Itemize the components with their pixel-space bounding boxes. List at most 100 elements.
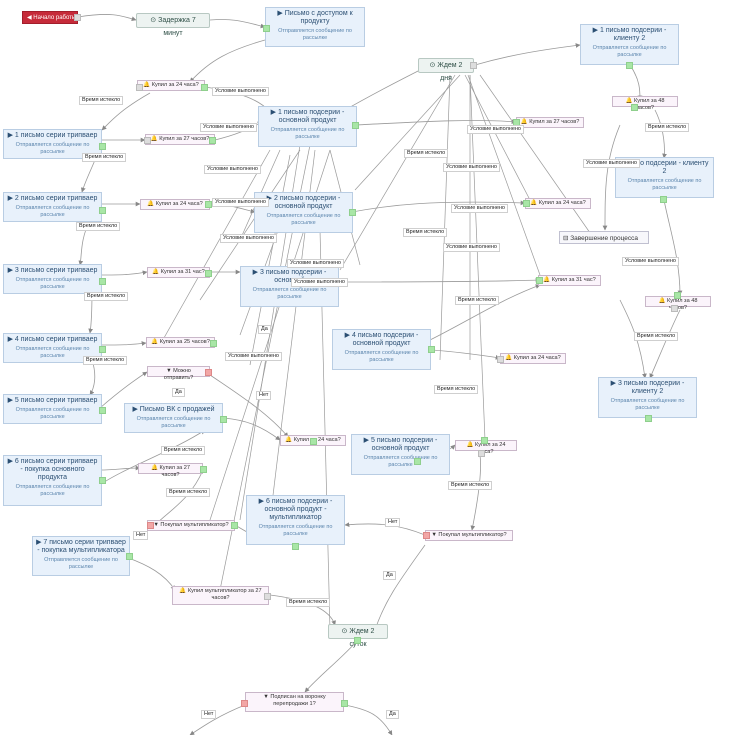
message-tripwire-6[interactable]: ▶ 6 письмо серии трипваер - покупка осно… [3,455,102,506]
message-main-6[interactable]: ▶ 6 письмо подсерии - основной продукт -… [246,495,345,545]
finish-process[interactable]: ⊟ Завершение процесса [559,231,649,244]
message-main-2[interactable]: ▶ 2 письмо подсерии - основной продукт О… [254,192,353,233]
input-port[interactable] [263,25,270,32]
condition-bought-48h[interactable]: 🔔 Купил за 48 часов? [612,96,678,111]
condition-can-send[interactable]: ▼ Можно отправить? [147,366,210,381]
edge-label-expired: Время истекло [161,446,206,455]
message-tripwire-5[interactable]: ▶ 5 письмо серии трипваер Отправляется с… [3,394,102,424]
output-port[interactable] [210,340,217,347]
output-port[interactable] [478,450,485,457]
edge-label-met: Условие выполнено [204,165,261,174]
output-port[interactable] [99,407,106,414]
message-subtitle: Отправляется сообщение по рассылке [44,557,118,570]
output-port[interactable] [205,201,212,208]
output-port[interactable] [99,143,106,150]
condition-bought-31h[interactable]: 🔔 Купил за 31 час? [147,267,210,278]
condition-subscribed-funnel[interactable]: ▼ Подписан на воронку перепродажи 1? [245,692,344,712]
condition-bought-24h[interactable]: 🔔 Купил за 24 часа? [525,198,591,209]
message-main-1[interactable]: ▶ 1 письмо подсерии - основной продукт О… [258,106,357,147]
edge-label-expired: Время истекло [79,96,124,105]
condition-label: ▼ Покупал мультипликатор? [153,522,229,528]
no-port[interactable] [205,369,212,376]
condition-bought-multiplier[interactable]: ▼ Покупал мультипликатор? [147,520,235,531]
output-port[interactable] [481,437,488,444]
no-port[interactable] [423,532,430,539]
message-tripwire-3[interactable]: ▶ 3 письмо серии трипваер Отправляется с… [3,264,102,294]
message-main-3[interactable]: ▶ 3 письмо подсерии - основной Отправляе… [240,266,339,307]
message-client-1[interactable]: ▶ 1 письмо подсерии - клиенту 2 Отправля… [580,24,679,65]
message-subtitle: Отправляется сообщение по рассылке [610,398,685,411]
message-main-4[interactable]: ▶ 4 письмо подсерии - основной продукт О… [332,329,431,370]
condition-bought-31h[interactable]: 🔔 Купил за 31 час? [538,275,601,286]
output-port[interactable] [414,458,421,465]
condition-bought-multiplier-27h[interactable]: 🔔 Купил мультипликатор за 27 часов? [172,586,269,605]
condition-bought-27h[interactable]: 🔔 Купил за 27 часов? [138,463,203,478]
message-access[interactable]: ▶ Письмо с доступом к продукту Отправляе… [265,7,365,47]
wait-2-sutok[interactable]: ⊙ Ждем 2 суток [328,624,388,648]
output-port[interactable] [354,637,361,644]
output-port[interactable] [470,62,477,69]
output-port[interactable] [99,278,106,285]
message-subtitle: Отправляется сообщение по рассылке [344,350,419,363]
condition-bought-27h[interactable]: 🔔 Купил за 27 часов? [516,117,584,128]
message-subtitle: Отправляется сообщение по рассылке [15,277,90,290]
wait-label: ⊙ Ждем 2 суток [341,628,375,648]
output-port[interactable] [209,137,216,144]
message-main-5[interactable]: ▶ 5 письмо подсерии - основной продукт О… [351,434,450,475]
output-port[interactable] [671,305,678,312]
message-title: ▶ 1 письмо подсерии - основной продукт [270,109,345,124]
output-port[interactable] [349,209,356,216]
output-port[interactable] [352,122,359,129]
message-subtitle: Отправляется сообщение по рассылке [592,45,667,58]
yes-port[interactable] [231,522,238,529]
condition-bought-24h[interactable]: 🔔 Купил за 24 часа? [137,80,205,91]
input-port[interactable] [144,137,151,144]
condition-label: 🔔 Купил за 27 часов? [520,119,580,125]
message-tripwire-2[interactable]: ▶ 2 письмо серии трипваер Отправляется с… [3,192,102,222]
output-port[interactable] [631,104,638,111]
start-node[interactable]: ◀ Начало работы [22,11,78,24]
input-port[interactable] [674,292,681,299]
condition-bought-24h[interactable]: 🔔 Купил за 24 часа? [500,353,566,364]
condition-bought-multiplier[interactable]: ▼ Покупал мультипликатор? [425,530,513,541]
edge-label-met: Условие выполнено [291,278,348,287]
output-port[interactable] [660,196,667,203]
output-port[interactable] [99,207,106,214]
output-port[interactable] [310,438,317,445]
wait-7-minutes[interactable]: ⊙ Задержка 7 минут [136,13,210,37]
message-title: ▶ 1 письмо серии трипваер [7,132,98,139]
message-subtitle: Отправляется сообщение по рассылке [15,205,90,218]
input-port[interactable] [523,200,530,207]
output-port[interactable] [99,477,106,484]
message-client-3[interactable]: ▶ 3 письмо подсерии - клиенту 2 Отправля… [598,377,697,418]
yes-port[interactable] [341,700,348,707]
output-port[interactable] [626,62,633,69]
input-port[interactable] [536,277,543,284]
output-port[interactable] [428,346,435,353]
message-title: письмо подсерии - клиенту 2 [620,160,709,175]
message-title: ▶ 3 письмо серии трипваер [7,267,98,274]
edge-label-met: Условие выполнено [212,87,269,96]
output-port[interactable] [264,593,271,600]
condition-bought-27h[interactable]: 🔔 Купил за 27 часов? [145,134,215,145]
input-port[interactable] [497,356,504,363]
message-subtitle: Отправляется сообщение по рассылке [627,178,702,191]
output-port[interactable] [645,415,652,422]
output-port[interactable] [201,84,208,91]
no-port[interactable] [147,522,154,529]
condition-bought-24h[interactable]: 🔔 Купил за 24 часа? [140,199,210,210]
output-port[interactable] [200,466,207,473]
output-port[interactable] [220,416,227,423]
message-vk-sale[interactable]: ▶ Письмо ВК с продажей Отправляется сооб… [124,403,223,433]
output-port[interactable] [74,14,81,21]
input-port[interactable] [136,84,143,91]
message-tripwire-7[interactable]: ▶ 7 письмо серии трипваер - покупка муль… [32,536,130,576]
condition-bought-25h[interactable]: 🔔 Купил за 25 часов? [146,337,215,348]
output-port[interactable] [126,553,133,560]
output-port[interactable] [99,346,106,353]
output-port[interactable] [292,543,299,550]
output-port[interactable] [205,270,212,277]
edge-label-yes: Да [172,388,185,397]
wait-2-days[interactable]: ⊙ Ждем 2 дня [418,58,474,82]
no-port[interactable] [241,700,248,707]
